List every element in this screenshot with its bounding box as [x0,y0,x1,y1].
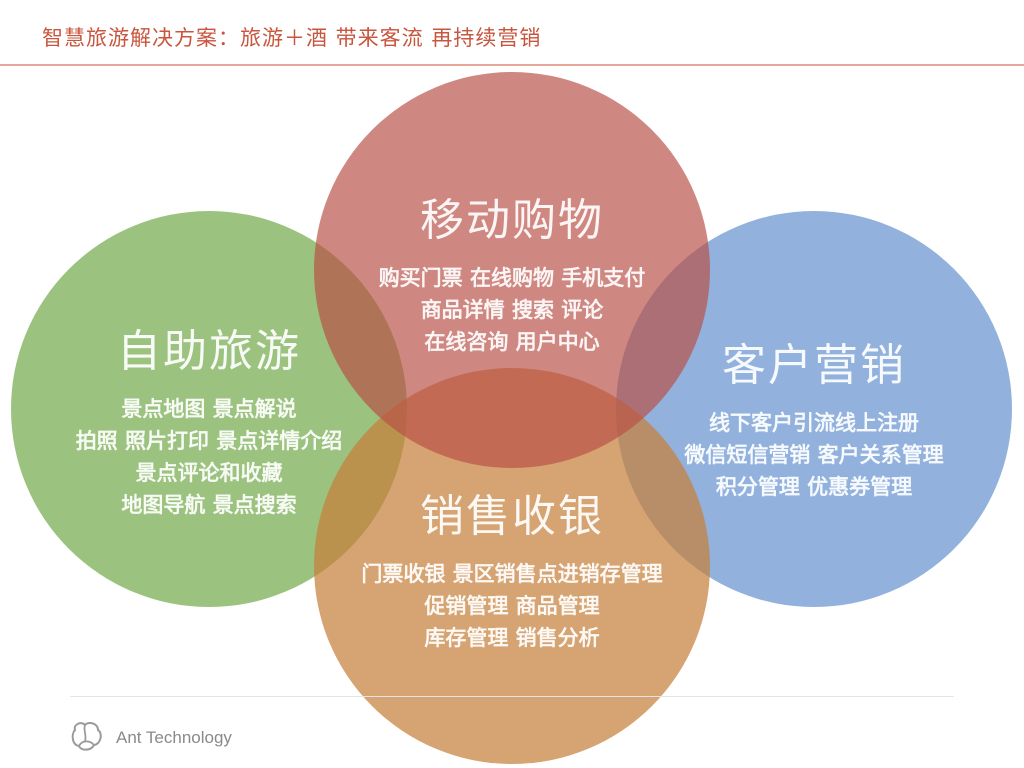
circle-line: 景点地图 景点解说 [121,397,297,421]
circle-line: 商品详情 搜索 评论 [420,298,604,322]
page-title: 智慧旅游解决方案：旅游＋酒 带来客流 再持续营销 [42,26,542,50]
circle-line: 景点评论和收藏 [135,461,283,485]
circle-line: 库存管理 销售分析 [424,626,600,650]
circle-line: 积分管理 优惠券管理 [715,475,913,499]
circle-line: 线下客户引流线上注册 [709,411,919,435]
title-divider [0,64,1024,66]
circle-title: 自助旅游 [117,326,301,377]
footer-divider [70,696,954,697]
circle-mobile-shopping: 移动购物 购买门票 在线购物 手机支付 商品详情 搜索 评论 在线咨询 用户中心 [314,72,710,468]
circle-sales-checkout: 销售收银 门票收银 景区销售点进销存管理 促销管理 商品管理 库存管理 销售分析 [314,368,710,764]
circle-title: 移动购物 [420,195,604,246]
circle-line: 拍照 照片打印 景点详情介绍 [75,429,343,453]
circle-line: 微信短信营销 客户关系管理 [684,443,944,467]
circle-line: 促销管理 商品管理 [424,594,600,618]
circle-line: 在线咨询 用户中心 [424,330,600,354]
ant-logo-icon [71,721,102,751]
brand-name: Ant Technology [116,728,232,747]
circle-line: 购买门票 在线购物 手机支付 [378,266,646,290]
circle-line: 地图导航 景点搜索 [121,493,297,517]
circle-title: 客户营销 [722,340,906,391]
circle-line: 门票收银 景区销售点进销存管理 [361,562,663,586]
circle-title: 销售收银 [420,491,604,542]
